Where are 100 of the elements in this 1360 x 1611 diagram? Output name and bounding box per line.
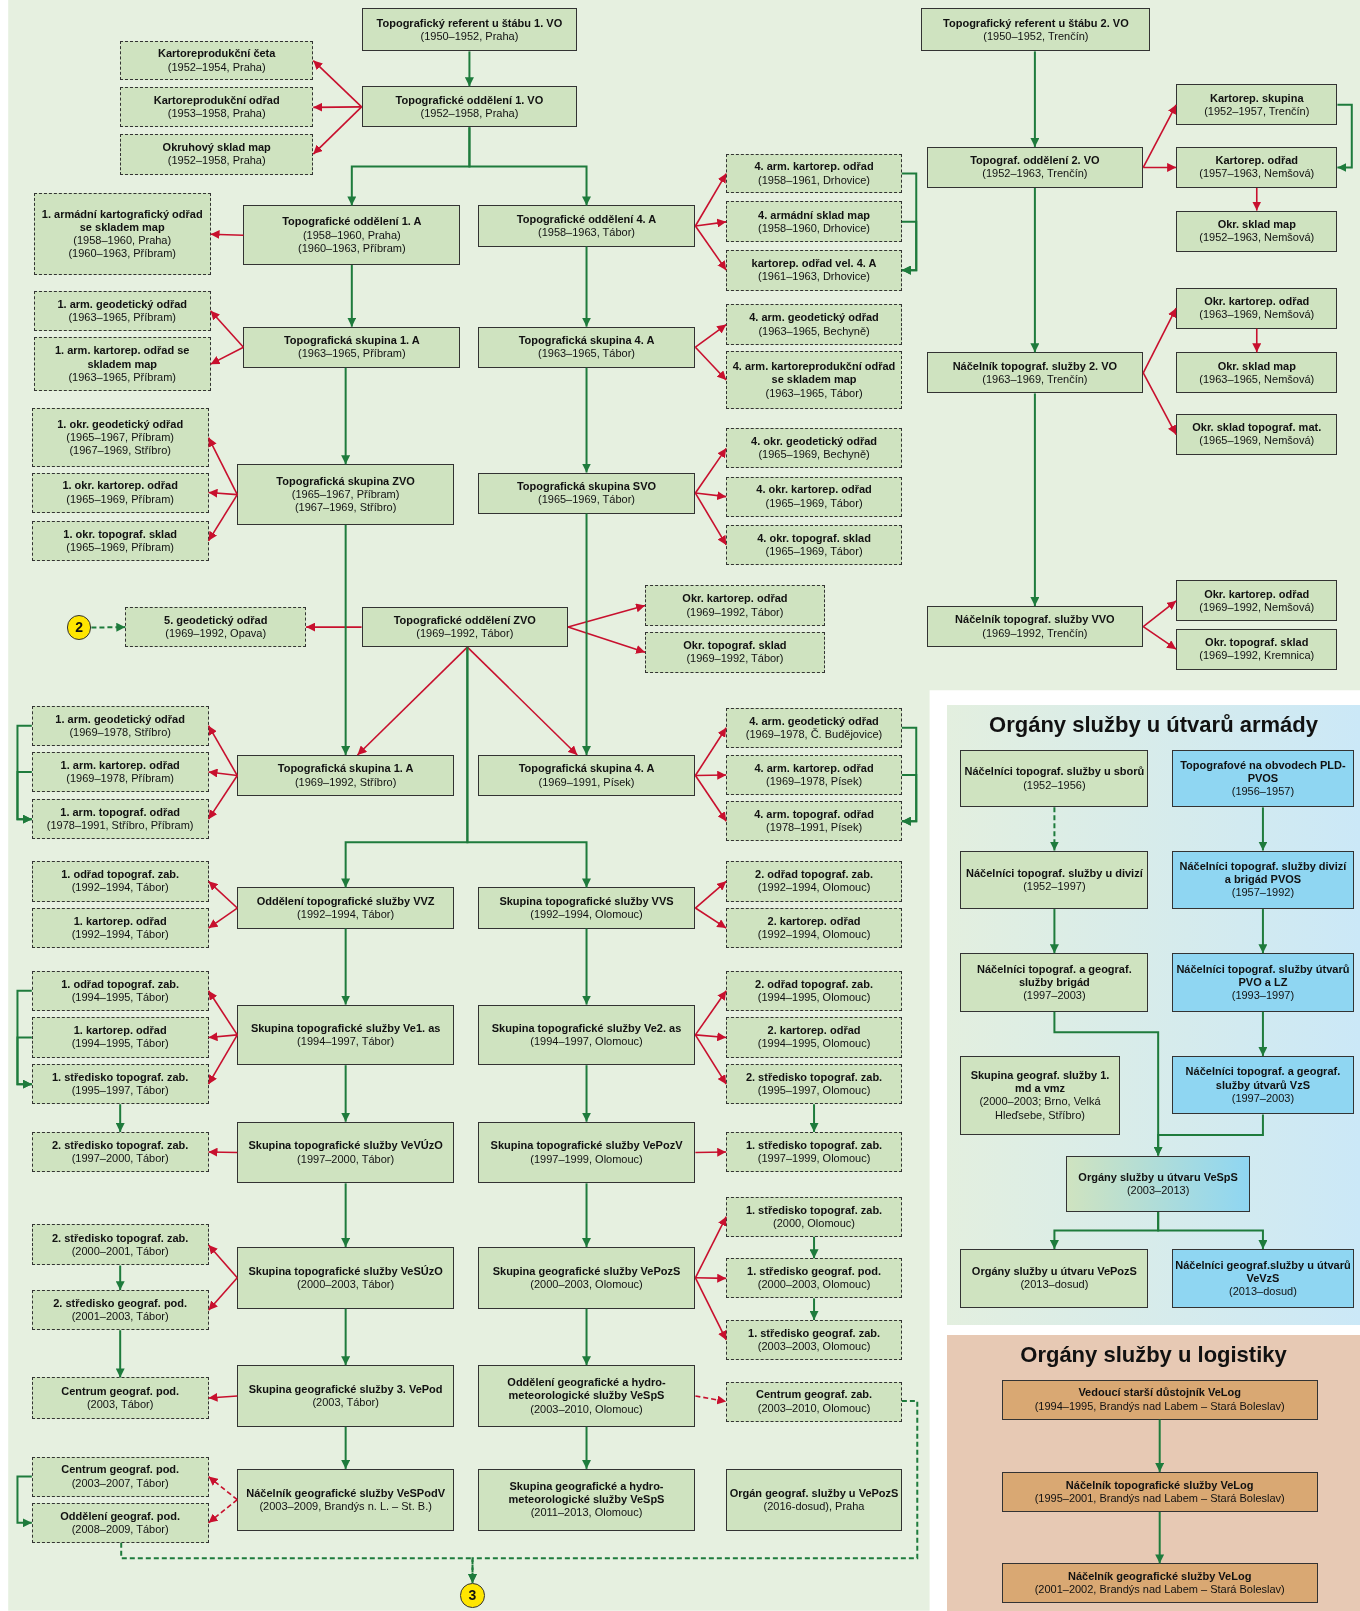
arrow — [207, 768, 239, 778]
unit-dates: (1997–1999, Olomouc) — [757, 1151, 871, 1166]
unit-name: Orgán geograf. služby u VePozS — [729, 1486, 899, 1500]
unit-name: 2. kartorep. odřad — [767, 1024, 861, 1038]
unit-dates: (1969–1992, Opava) — [165, 627, 267, 641]
unit-dates: (1958–1960, Drhovice) — [758, 221, 870, 236]
unit-name: Topografická skupina 4. A — [518, 762, 655, 776]
arrow — [694, 225, 727, 271]
arrow — [207, 880, 239, 909]
unit-name: 4. arm. geodetický odřad — [749, 311, 879, 325]
arrow — [207, 488, 239, 498]
unit-box — [1066, 1155, 1251, 1213]
unit-name: Náčelníci topograf. služby útvarů PVO a LZ — [1175, 962, 1351, 990]
arrow — [90, 622, 127, 632]
arrow — [115, 1264, 125, 1292]
unit-box — [31, 799, 209, 840]
arrow — [1030, 187, 1040, 354]
unit-dates: (1963–1969, Trenčín) — [982, 372, 1088, 387]
arrow — [694, 346, 727, 381]
unit-box — [960, 1249, 1149, 1308]
unit-name: Skupina geografické služby 3. VePod — [248, 1382, 443, 1396]
unit-name: Skupina geografické služby VePozS — [492, 1264, 681, 1278]
arrow — [694, 323, 727, 348]
unit-box — [1172, 953, 1354, 1012]
unit-name: 1. arm. kartorep. odřad se skladem map — [53, 344, 191, 371]
unit-box — [960, 953, 1149, 1012]
unit-dates: (2008–2009, Tábor) — [71, 1522, 169, 1536]
unit-box — [726, 1131, 902, 1172]
unit-box — [237, 1121, 454, 1184]
unit-box — [1176, 146, 1338, 188]
unit-dates: (1969–1992, Trenčín) — [982, 626, 1088, 640]
unit-dates: (1952–1954, Praha) — [167, 60, 266, 74]
unit-box — [1176, 413, 1338, 456]
unit-name: Oddělení geografické a hydro-meteorologické služby VeSpS — [506, 1376, 667, 1403]
unit-box — [237, 1365, 454, 1427]
arrow — [207, 907, 239, 929]
unit-name: 4. okr. kartorep. odřad — [756, 483, 872, 497]
unit-name: 1. arm. topograf. odřad — [60, 805, 181, 820]
unit-name: Kartorep. skupina — [1210, 91, 1304, 105]
unit-dates: (2003–2013) — [1126, 1183, 1190, 1197]
arrow — [582, 1307, 592, 1367]
unit-dates: (1960–1963, Příbram) — [298, 241, 406, 255]
unit-name: Okruhový sklad map — [162, 140, 271, 155]
unit-box — [31, 1456, 209, 1497]
unit-box — [1176, 628, 1338, 670]
unit-box — [31, 908, 209, 949]
unit-box — [926, 606, 1144, 648]
unit-name: Skupina topografické služby VePozV — [490, 1139, 683, 1153]
unit-dates: (2003–2003, Olomouc) — [757, 1339, 871, 1354]
unit-dates: (2016-dosud), Praha — [763, 1499, 865, 1513]
unit-dates: (1965–1969, Nemšová) — [1199, 434, 1315, 448]
unit-box — [31, 1224, 209, 1266]
unit-box — [477, 472, 696, 514]
arrow — [809, 1297, 819, 1321]
arrow — [582, 245, 592, 328]
arrow — [1142, 625, 1177, 650]
unit-name: Topografické oddělení 1. A — [282, 215, 422, 229]
unit-dates: (1961–1963, Drhovice) — [758, 270, 870, 284]
unit-box — [726, 428, 902, 469]
unit-name: 2. středisko topograf. zab. — [745, 1071, 883, 1085]
unit-dates: (1963–1965, Tábor) — [765, 386, 863, 400]
connector-number: 3 — [468, 1586, 477, 1604]
unit-box — [726, 1196, 902, 1237]
unit-dates: (1965–1967, Příbram) — [66, 430, 174, 445]
unit-dates: (1994–1995, Olomouc) — [757, 1037, 871, 1051]
unit-dates: (2003–2010, Olomouc) — [530, 1402, 643, 1416]
unit-box — [31, 1016, 209, 1058]
unit-dates: (1952–1997) — [1023, 879, 1086, 893]
unit-name: Orgány služby u útvaru VePozS — [971, 1265, 1137, 1279]
unit-box — [960, 850, 1149, 910]
unit-name: Kartoreprodukční odřad — [153, 94, 280, 108]
unit-box — [361, 86, 578, 128]
unit-box — [120, 87, 314, 128]
arrow — [694, 1273, 727, 1283]
unit-box — [921, 8, 1151, 52]
arrow — [1049, 908, 1059, 955]
unit-dates: (1993–1997) — [1231, 989, 1295, 1003]
unit-box — [726, 1258, 902, 1299]
unit-name: 1. kartorep. odřad — [73, 914, 167, 929]
unit-dates: (1967–1969, Stříbro) — [69, 444, 171, 458]
unit-name: Centrum geograf. zab. — [755, 1388, 873, 1402]
unit-box — [1172, 1249, 1354, 1308]
arrow — [207, 1032, 239, 1042]
unit-dates: (1960–1963, Příbram) — [68, 247, 177, 261]
section-panel — [947, 704, 1360, 1326]
unit-box — [1001, 1471, 1318, 1512]
unit-dates: (2000–2003, Olomouc) — [530, 1277, 643, 1291]
arrow — [809, 1235, 819, 1260]
unit-box — [1176, 84, 1338, 126]
unit-box — [726, 351, 902, 409]
unit-name: 4. arm. geodetický odřad — [749, 714, 879, 728]
unit-box — [120, 133, 314, 175]
unit-dates: (1965–1969, Tábor) — [765, 496, 863, 510]
unit-box — [726, 1468, 902, 1531]
arrow — [207, 1244, 239, 1279]
unit-box — [726, 1064, 902, 1105]
panel-title: Orgány služby u logistiky — [1020, 1342, 1287, 1369]
unit-dates: (2003, Tábor) — [86, 1398, 154, 1412]
unit-name: 1. odřad topograf. zab. — [61, 977, 180, 991]
unit-dates: (1967–1969, Stříbro) — [294, 501, 397, 515]
